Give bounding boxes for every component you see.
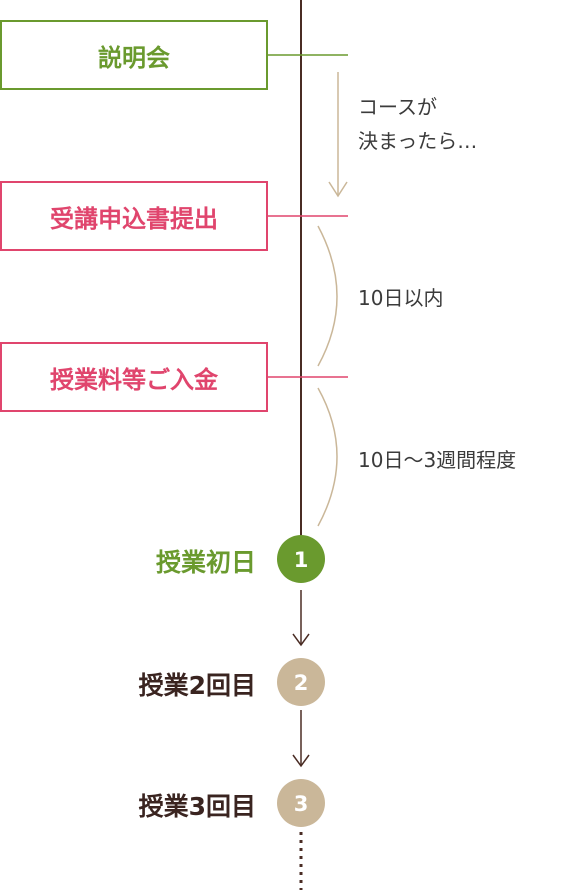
note-within-days-text: 10日以内 xyxy=(358,286,444,310)
box-briefing: 説明会 xyxy=(0,20,268,90)
box-application: 受講申込書提出 xyxy=(0,181,268,251)
box-application-label: 受講申込書提出 xyxy=(50,204,218,233)
box-briefing-label: 説明会 xyxy=(98,43,170,72)
step-circle-2 xyxy=(277,658,325,706)
step-circle-3 xyxy=(277,779,325,827)
box-payment-label: 授業料等ご入金 xyxy=(50,365,218,394)
step-number-2: 2 xyxy=(294,671,309,695)
step-label-3: 授業3回目 xyxy=(138,792,256,821)
bracket-10-days xyxy=(317,225,338,367)
tan-arrow-head xyxy=(328,181,348,198)
note-after-briefing-line-2: 決まったら… xyxy=(358,129,478,153)
step-arrow-2-head xyxy=(292,754,310,768)
step-label-1: 授業初日 xyxy=(155,548,256,577)
note-after-briefing: コースが 決まったら… xyxy=(358,90,477,158)
step-number-1: 1 xyxy=(294,548,309,572)
note-range-days: 10日〜3週間程度 xyxy=(358,443,516,477)
note-within-days: 10日以内 xyxy=(358,281,443,315)
note-range-days-text: 10日〜3週間程度 xyxy=(358,448,517,472)
note-after-briefing-line-1: コースが xyxy=(358,95,437,119)
step-label-2: 授業2回目 xyxy=(138,671,256,700)
box-payment: 授業料等ご入金 xyxy=(0,342,268,412)
step-arrow-1-head xyxy=(292,633,310,647)
bracket-range-days xyxy=(317,387,338,527)
step-number-3: 3 xyxy=(294,792,309,816)
step-circle-1 xyxy=(277,535,325,583)
